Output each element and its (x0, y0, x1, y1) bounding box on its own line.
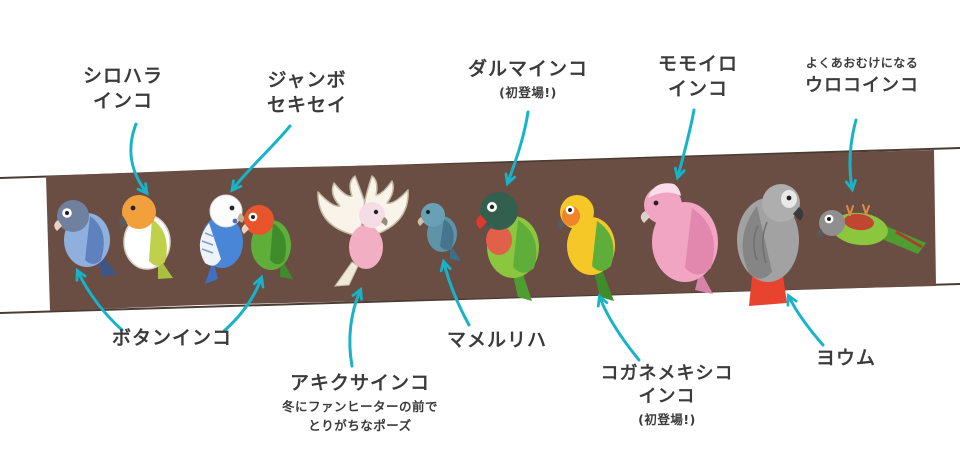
label-akikusa-inko: アキクサインコ 冬にファンヒーターの前で とりがちなポーズ (282, 371, 438, 434)
arrow-botan-blue (78, 272, 124, 332)
label-line: アキクサインコ (289, 372, 431, 394)
bird-uroko-inko (816, 204, 926, 254)
label-line: ジャンボ (267, 69, 347, 91)
label-youmu: ヨウム (816, 346, 876, 371)
label-line: セキセイ (266, 93, 348, 116)
bird-mameruriha (417, 203, 461, 261)
bird-botan-inko-blue (54, 200, 117, 277)
bird-youmu (737, 184, 804, 306)
label-line: コガネメキシコ (600, 363, 734, 384)
bird-jumbo-sekisei (199, 194, 245, 284)
arrow-kogane (600, 298, 641, 362)
arrow-momoiro (678, 108, 696, 176)
label-line: ダルマインコ (467, 58, 589, 80)
label-line: ヨウム (815, 347, 877, 369)
label-note: 冬にファンヒーターの前で (281, 398, 439, 414)
label-momoiro-inko: モモイロ インコ (658, 52, 738, 101)
label-line: インコ (92, 89, 154, 112)
label-note: よくあおむけになる (805, 56, 919, 70)
label-line: シロハラ (82, 65, 164, 87)
label-line: マメルリハ (446, 329, 548, 351)
arrow-daruma (508, 110, 530, 182)
bird-daruma-inko (476, 192, 539, 301)
bird-botan-inko-green (241, 205, 293, 279)
arrow-mameruriha (444, 263, 471, 327)
label-daruma-inko: ダルマインコ (初登場!) (468, 57, 588, 101)
label-shirohara-inko: シロハラ インコ (83, 64, 163, 113)
label-mameruriha: マメルリハ (447, 328, 547, 353)
arrow-akikusa (348, 291, 360, 368)
arrow-youmu (789, 297, 825, 347)
bird-momoiro-inko (640, 183, 718, 294)
arrow-uroko (850, 118, 858, 188)
label-botan-inko: ボタンインコ (112, 326, 232, 351)
bird-shirohara-inko (119, 195, 173, 279)
label-kogane-mexico-inko: コガネメキシコ インコ (初登場!) (601, 362, 734, 428)
label-line: インコ (638, 386, 696, 408)
bird-akikusa-inko (317, 175, 409, 287)
label-jumbo-sekisei: ジャンボ セキセイ (267, 68, 347, 117)
bird-kogane-mexico-inko (557, 195, 615, 301)
label-line: ウロコインコ (805, 74, 919, 96)
arrow-jumbo (233, 124, 292, 189)
label-uroko-inko: よくあおむけになる ウロコインコ (805, 56, 919, 97)
label-line: インコ (667, 77, 729, 100)
label-line: ボタンインコ (111, 327, 233, 349)
label-note: (初登場!) (499, 84, 557, 100)
arrow-shirohara (129, 122, 146, 192)
label-note: (初登場!) (638, 411, 696, 427)
label-note: とりがちなポーズ (308, 417, 412, 433)
arrow-botan-green (222, 279, 261, 333)
label-line: モモイロ (657, 53, 739, 75)
